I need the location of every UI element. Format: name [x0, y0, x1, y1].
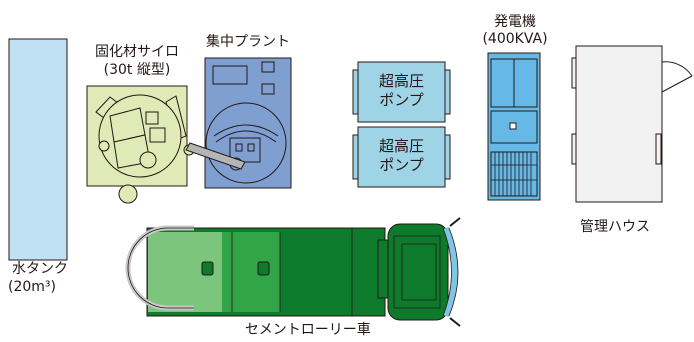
generator-spec: (400KVA) [482, 31, 548, 47]
pump-2-line2: ポンプ [379, 156, 424, 174]
pump-2-box [357, 126, 446, 188]
truck-label: セメントローリー車 [245, 322, 371, 338]
silo-spec: (30t 縦型) [103, 62, 171, 78]
generator [487, 52, 541, 201]
pump-1-line1: 超高圧 [378, 72, 424, 90]
water-tank-capacity: (20m³) [8, 279, 56, 295]
water-tank-label: 水タンク [12, 261, 68, 277]
pump-2-label: 超高圧 ポンプ [358, 137, 445, 175]
pump-1-label: 超高圧 ポンプ [358, 72, 445, 110]
pump-1-box [357, 61, 446, 123]
water-tank [8, 38, 68, 261]
pump-1-line2: ポンプ [379, 91, 424, 109]
plant-label: 集中プラント [206, 34, 290, 50]
silo [86, 85, 195, 204]
control-house [571, 45, 693, 203]
house-label: 管理ハウス [580, 219, 650, 235]
feed-pipe [185, 142, 246, 170]
plant [204, 57, 292, 189]
pump-2-line1: 超高圧 [378, 137, 424, 155]
generator-label: 発電機 [494, 14, 536, 30]
cement-truck [125, 217, 461, 327]
silo-label: 固化材サイロ [95, 44, 179, 60]
